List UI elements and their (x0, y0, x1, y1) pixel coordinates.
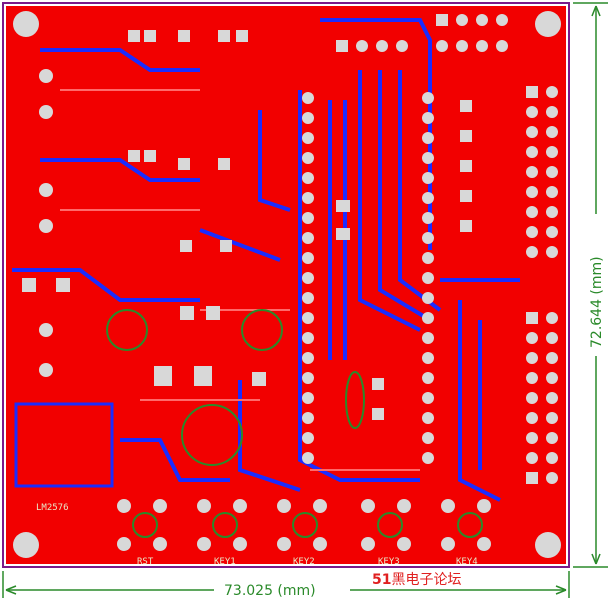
regulator-pad (14, 402, 114, 488)
label-key1: KEY1 (214, 557, 236, 567)
capacitor-outlines (106, 309, 365, 466)
width-dimension: 73.025 (mm) (224, 583, 316, 599)
forum-number: 51 (372, 572, 391, 588)
tact-switches (117, 499, 491, 551)
height-dimension: 72.644 (mm) (589, 256, 605, 348)
label-key2: KEY2 (293, 557, 315, 567)
dimension-vertical (573, 2, 608, 568)
board-outline (2, 2, 570, 568)
label-lm2576: LM2576 (36, 503, 69, 513)
bottom-traces (12, 18, 520, 502)
dimension-horizontal (2, 571, 570, 598)
label-key3: KEY3 (378, 557, 400, 567)
forum-watermark: 51黑电子论坛 (372, 572, 461, 588)
forum-text: 黑电子论坛 (391, 572, 461, 588)
label-key4: KEY4 (456, 557, 478, 567)
top-header-pads (336, 14, 508, 52)
right-header-pads (526, 86, 558, 484)
mounting-holes (13, 11, 561, 558)
label-rst: RST (137, 557, 154, 567)
power-smd-pads (22, 278, 266, 386)
left-connector-pads (39, 69, 53, 377)
smd-pads (128, 30, 472, 420)
mcu-pads (302, 92, 434, 464)
